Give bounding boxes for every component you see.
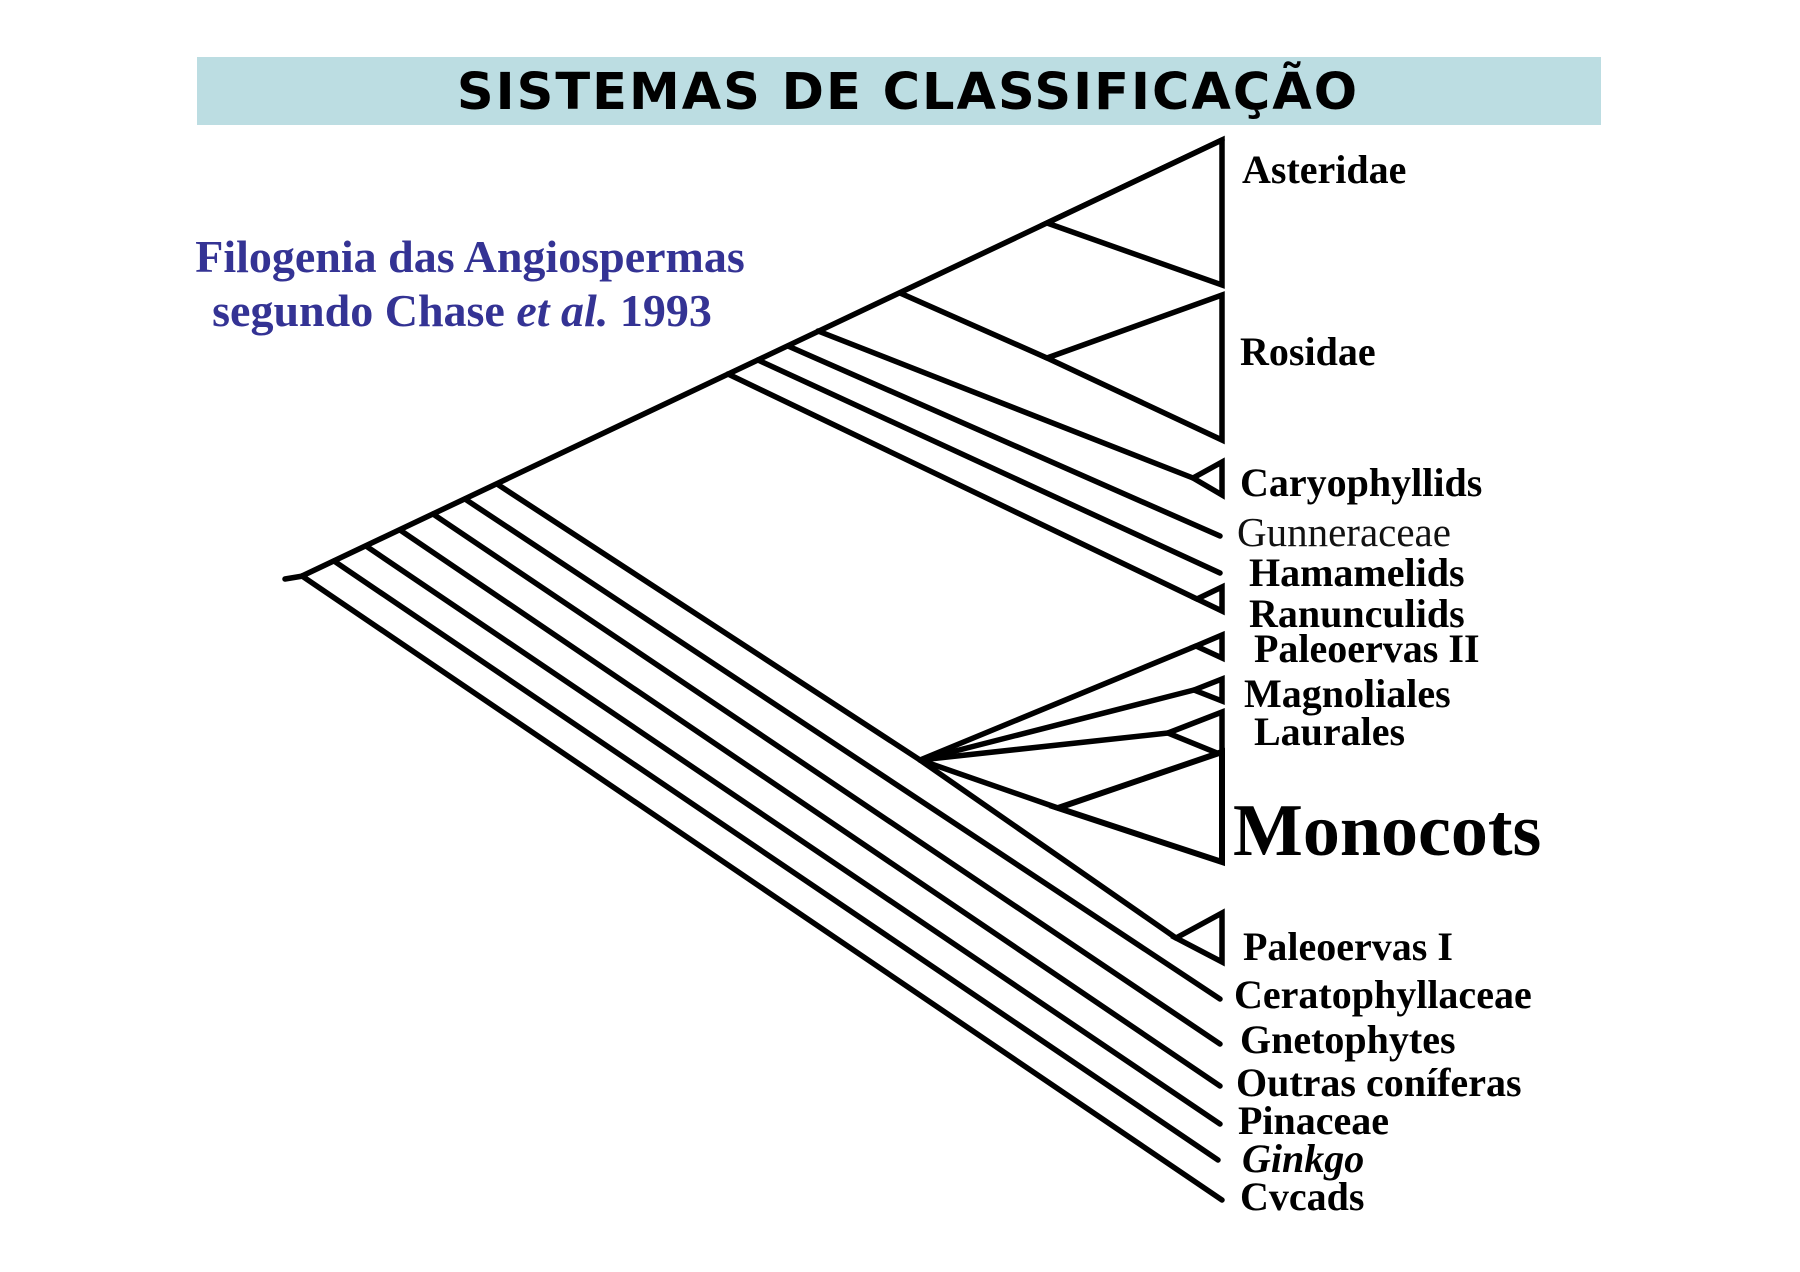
ranunculids-clade-triangle xyxy=(1190,582,1225,616)
label-ceratophyllaceae: Ceratophyllaceae xyxy=(1234,972,1532,1017)
label-gunneraceae: Gunneraceae xyxy=(1237,509,1451,555)
tree-branches xyxy=(282,137,1225,1203)
label-magnoliales: Magnoliales xyxy=(1244,671,1451,716)
label-rosidae: Rosidae xyxy=(1240,329,1376,374)
label-ranunculids: Ranunculids xyxy=(1249,591,1465,636)
rosidae-branch xyxy=(897,290,1050,361)
asteridae-clade-triangle xyxy=(1039,135,1225,289)
label-hamamelids: Hamamelids xyxy=(1249,550,1465,595)
gnetophytes-branch xyxy=(430,511,1223,1047)
label-paleoervas-i: Paleoervas I xyxy=(1243,924,1453,969)
caryophyllids-clade-triangle xyxy=(1187,457,1225,500)
clade-triangles xyxy=(1039,135,1225,967)
monocots-clade-triangle xyxy=(1048,747,1225,867)
monocot-clade-stem-and-paleoervas-i-branch xyxy=(494,481,1179,941)
page-title: SISTEMAS DE CLASSIFICAÇÃO xyxy=(457,61,1359,122)
label-laurales: Laurales xyxy=(1254,709,1405,754)
label-caryophyllids: Caryophyllids xyxy=(1240,460,1482,505)
laurales-branch xyxy=(917,730,1171,763)
subtitle-line2-etal: et al. xyxy=(516,285,608,336)
subtitle-line2-prefix: segundo Chase xyxy=(212,285,516,336)
ranunculids-branch xyxy=(725,371,1200,602)
label-ginkgo: Ginkgo xyxy=(1242,1136,1364,1181)
magnoliales-branch xyxy=(917,687,1197,763)
rosidae-clade-triangle xyxy=(1039,291,1225,445)
label-paleoervas-ii: Paleoervas II xyxy=(1254,626,1480,671)
gunneraceae-branch xyxy=(785,343,1223,539)
label-monocots: Monocots xyxy=(1233,790,1541,872)
ceratophyllaceae-branch xyxy=(462,496,1223,1002)
pinaceae-branch xyxy=(363,543,1223,1127)
label-pinaceae: Pinaceae xyxy=(1238,1098,1389,1143)
subtitle-line2-suffix: 1993 xyxy=(608,285,712,336)
paleoervas-i-clade-triangle xyxy=(1170,908,1225,967)
outras-coniferas-branch xyxy=(397,527,1223,1089)
monocots-branch xyxy=(917,757,1061,811)
label-asteridae: Asteridae xyxy=(1242,147,1406,192)
label-cvcads: Cvcads xyxy=(1240,1174,1364,1219)
paleoervas-ii-clade-triangle xyxy=(1189,630,1225,663)
title-bar xyxy=(197,57,1601,125)
taxa-labels: Asteridae Rosidae Caryophyllids Gunnerac… xyxy=(1233,147,1541,1219)
paleoervas-ii-branch xyxy=(917,643,1199,763)
subtitle-line2: segundo Chase et al. 1993 xyxy=(212,285,712,336)
caryophyllids-branch xyxy=(815,328,1196,481)
hamamelids-branch xyxy=(755,357,1223,576)
laurales-clade-triangle xyxy=(1160,707,1225,760)
magnoliales-clade-triangle xyxy=(1186,674,1225,706)
subtitle-line1: Filogenia das Angiospermas xyxy=(195,231,745,282)
label-outras-coniferas: Outras coníferas xyxy=(1236,1060,1522,1105)
label-gnetophytes: Gnetophytes xyxy=(1240,1017,1456,1062)
ginkgo-branch xyxy=(331,558,1221,1163)
cvcads-branch xyxy=(299,573,1225,1203)
